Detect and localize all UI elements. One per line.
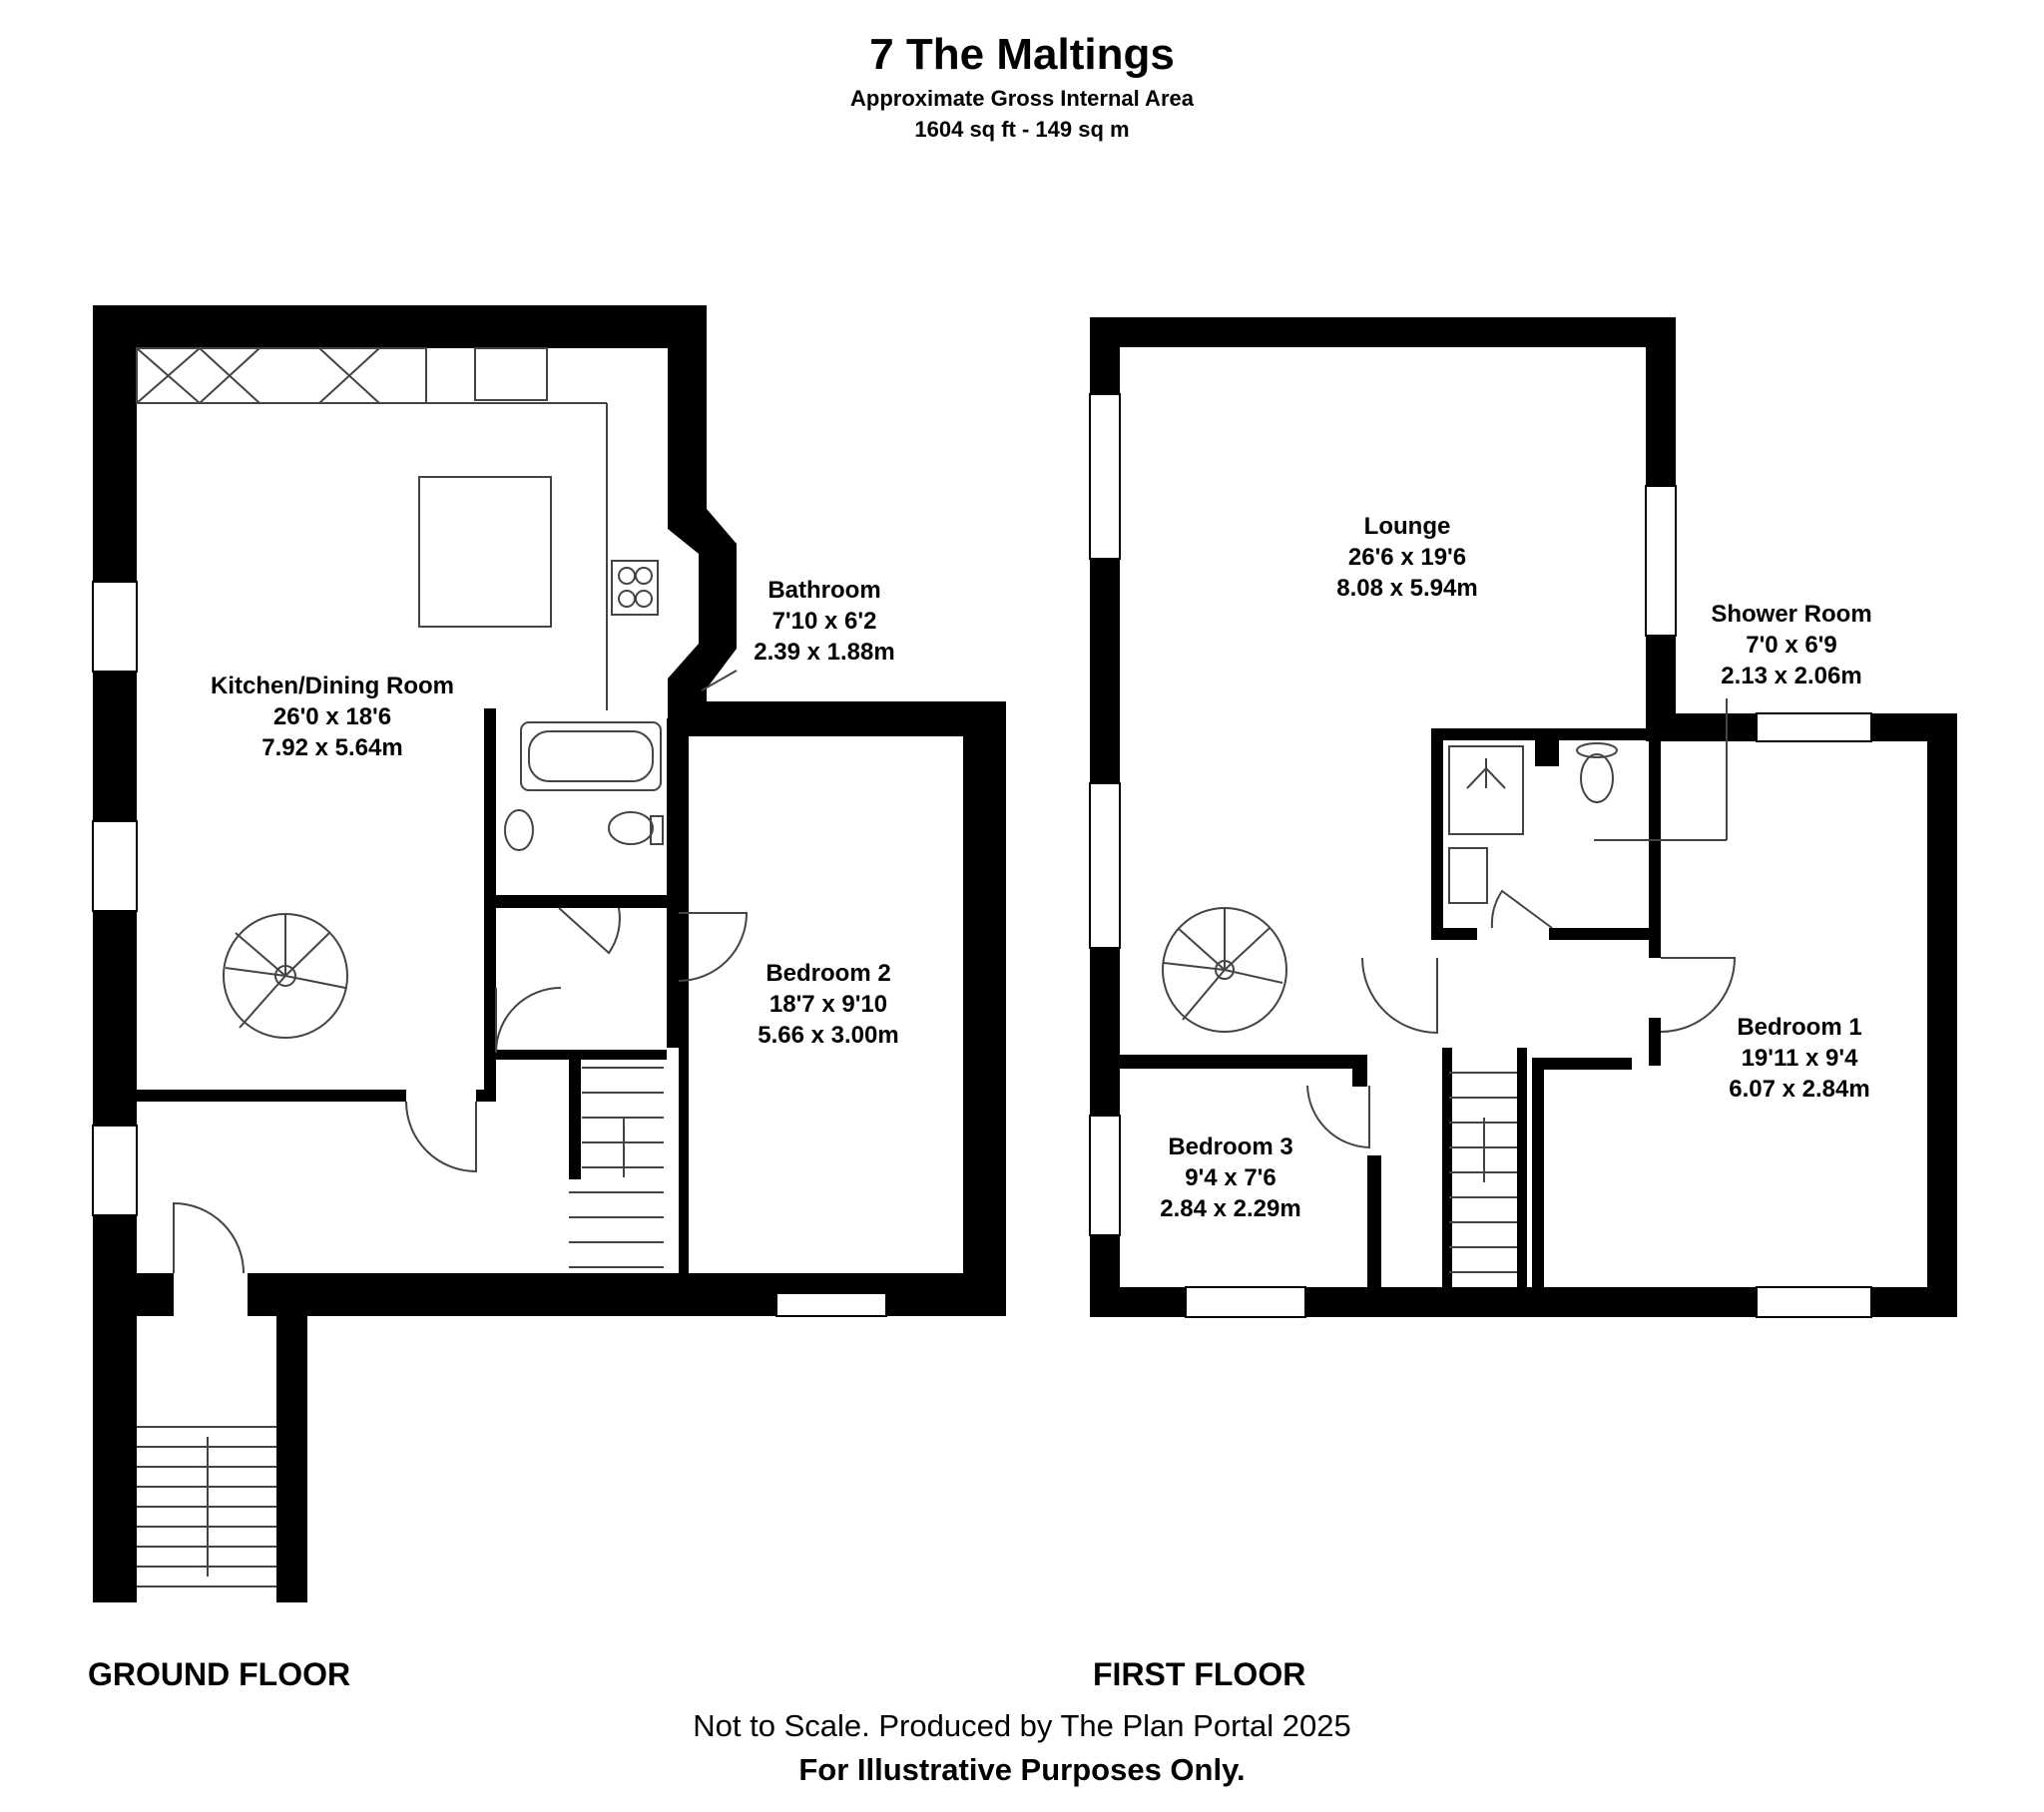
room-label-bedroom-2: Bedroom 2 18'7 x 9'10 5.66 x 3.00m: [719, 958, 938, 1051]
room-name: Bedroom 1: [1737, 1014, 1862, 1041]
room-name: Kitchen/Dining Room: [211, 673, 454, 699]
gross-area: 1604 sq ft - 149 sq m: [914, 117, 1130, 142]
first-floor-windows: [1089, 393, 1872, 1318]
first-floor-fixtures: [701, 670, 1737, 1273]
room-size-metric: 2.84 x 2.29m: [1160, 1195, 1301, 1222]
plan-title: 7 The Maltings: [869, 30, 1175, 79]
room-size-metric: 7.92 x 5.64m: [261, 734, 403, 761]
room-name: Bedroom 2: [766, 960, 891, 987]
plan-subtitle: Approximate Gross Internal Area: [850, 86, 1194, 111]
room-size-metric: 2.39 x 1.88m: [754, 639, 895, 666]
room-label-kitchen-dining: Kitchen/Dining Room 26'0 x 18'6 7.92 x 5…: [183, 671, 482, 763]
room-size-metric: 2.13 x 2.06m: [1721, 663, 1862, 689]
room-size-metric: 5.66 x 3.00m: [758, 1022, 899, 1049]
room-name: Bathroom: [767, 577, 881, 604]
first-floor-label: FIRST FLOOR: [1093, 1656, 1306, 1692]
room-size-imperial: 9'4 x 7'6: [1185, 1164, 1277, 1191]
footer-illustrative-note: For Illustrative Purposes Only.: [798, 1752, 1246, 1787]
room-name: Bedroom 3: [1168, 1133, 1293, 1160]
room-size-metric: 6.07 x 2.84m: [1729, 1076, 1870, 1103]
ground-floor-fixtures: [136, 347, 749, 1587]
room-size-imperial: 26'6 x 19'6: [1347, 544, 1467, 571]
room-label-bathroom: Bathroom 7'10 x 6'2 2.39 x 1.88m: [715, 575, 934, 668]
room-name: Shower Room: [1711, 601, 1872, 628]
room-label-bedroom-1: Bedroom 1 19'11 x 9'4 6.07 x 2.84m: [1690, 1012, 1909, 1105]
room-size-imperial: 26'0 x 18'6: [272, 703, 392, 730]
ground-floor-plan: [92, 305, 1006, 1602]
first-floor-plan: [701, 317, 1957, 1318]
room-label-lounge: Lounge 26'6 x 19'6 8.08 x 5.94m: [1297, 511, 1517, 604]
room-label-shower-room: Shower Room 7'0 x 6'9 2.13 x 2.06m: [1677, 599, 1906, 691]
room-label-bedroom-3: Bedroom 3 9'4 x 7'6 2.84 x 2.29m: [1131, 1132, 1330, 1224]
room-name: Lounge: [1363, 513, 1451, 540]
room-size-metric: 8.08 x 5.94m: [1336, 575, 1478, 602]
room-size-imperial: 18'7 x 9'10: [768, 991, 888, 1018]
room-size-imperial: 19'11 x 9'4: [1741, 1045, 1858, 1072]
ground-floor-label: GROUND FLOOR: [88, 1656, 351, 1692]
room-size-imperial: 7'10 x 6'2: [771, 608, 877, 635]
ground-floor-walls: [93, 305, 1006, 1602]
room-size-imperial: 7'0 x 6'9: [1746, 632, 1837, 659]
footer-disclaimer: Not to Scale. Produced by The Plan Porta…: [693, 1708, 1351, 1743]
ground-floor-windows: [92, 581, 887, 1317]
